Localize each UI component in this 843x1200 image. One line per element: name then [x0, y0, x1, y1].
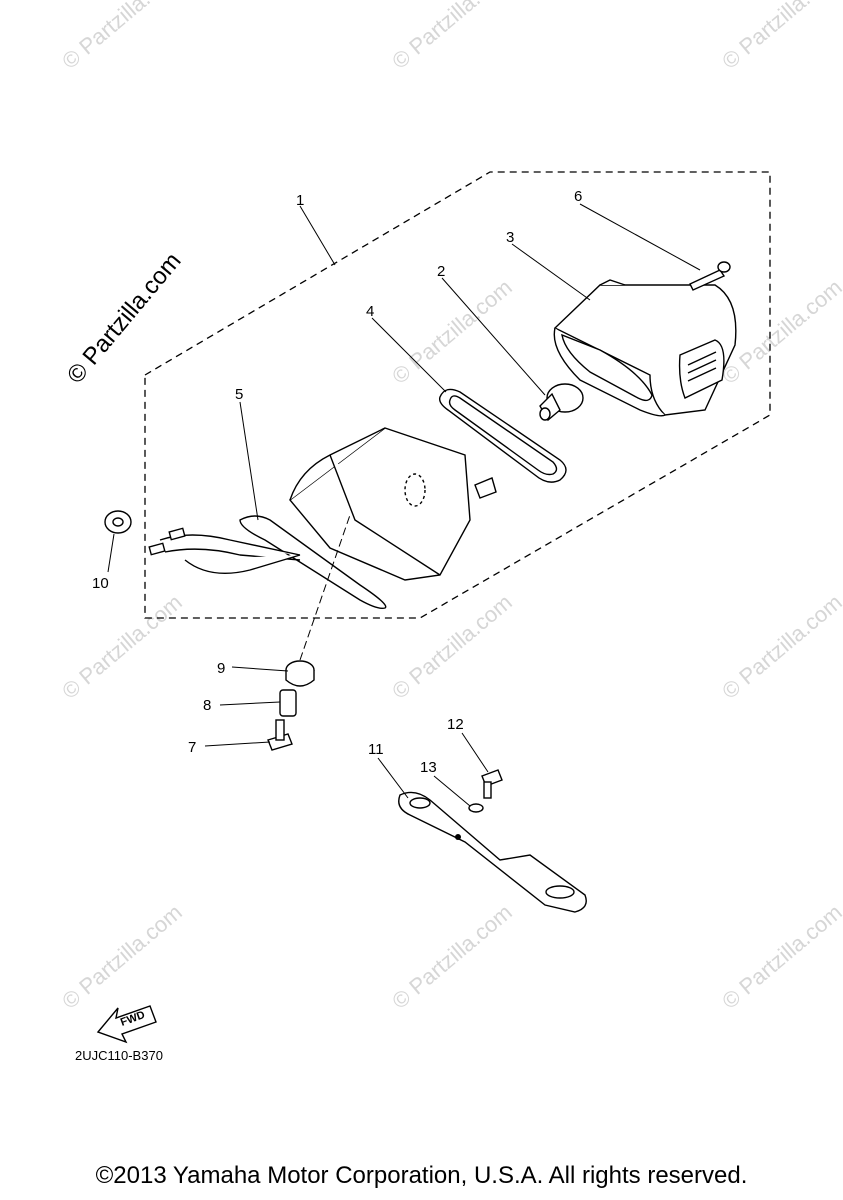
fwd-arrow-icon: FWD — [96, 1005, 157, 1044]
watermark: © Partzilla.com — [717, 589, 843, 703]
callout-5[interactable]: 5 — [235, 386, 243, 403]
callout-4[interactable]: 4 — [366, 303, 374, 320]
callout-7[interactable]: 7 — [188, 739, 196, 756]
watermark: © Partzilla.com — [57, 899, 187, 1013]
callout-12[interactable]: 12 — [447, 716, 464, 733]
part-12-bolt[interactable] — [481, 769, 503, 799]
watermark: © Partzilla.com — [57, 0, 187, 74]
watermark: © Partzilla.com — [387, 274, 517, 388]
part-9-collar[interactable] — [285, 660, 315, 687]
watermark: © Partzilla.com — [717, 0, 843, 74]
part-7-bolt[interactable] — [267, 719, 293, 751]
leader-lines — [107, 203, 701, 807]
callout-8[interactable]: 8 — [203, 697, 211, 714]
callout-6[interactable]: 6 — [574, 188, 582, 205]
callout-9[interactable]: 9 — [217, 660, 225, 677]
part-4-gasket[interactable] — [438, 388, 567, 483]
copyright-notice: ©2013 Yamaha Motor Corporation, U.S.A. A… — [95, 1162, 748, 1189]
assembly-outline — [144, 171, 771, 619]
callout-2[interactable]: 2 — [437, 263, 445, 280]
part-2-bulb[interactable] — [539, 383, 584, 422]
diagram-code: 2UJC110-B370 — [75, 1048, 163, 1063]
part-6-screw[interactable] — [689, 261, 731, 291]
part-5-base[interactable] — [148, 427, 497, 610]
part-11-bracket[interactable] — [398, 791, 587, 913]
callout-10[interactable]: 10 — [92, 575, 109, 592]
part-10-grommet[interactable] — [104, 510, 132, 534]
watermark: © Partzilla.com — [387, 0, 517, 74]
part-8-spacer[interactable] — [279, 689, 297, 717]
watermark: © Partzilla.com — [387, 589, 517, 703]
callout-11[interactable]: 11 — [368, 741, 384, 758]
watermark: © Partzilla.com — [387, 899, 517, 1013]
part-3-lens[interactable] — [553, 279, 737, 417]
callout-3[interactable]: 3 — [506, 229, 514, 246]
callout-13[interactable]: 13 — [420, 759, 437, 776]
callout-1[interactable]: 1 — [296, 192, 304, 209]
brand-watermark: © Partzilla.com — [62, 248, 187, 389]
watermark: © Partzilla.com — [717, 899, 843, 1013]
part-13-washer[interactable] — [468, 803, 484, 813]
watermark: © Partzilla.com — [57, 589, 187, 703]
